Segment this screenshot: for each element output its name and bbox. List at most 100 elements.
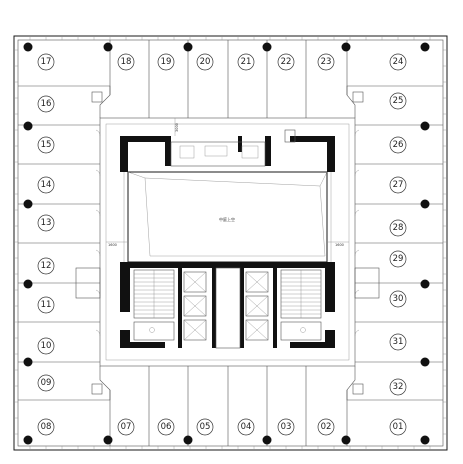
room-label-22: 22 xyxy=(277,53,295,71)
room-circle xyxy=(117,418,135,436)
column-dot xyxy=(103,42,113,52)
room-number: 25 xyxy=(393,96,404,106)
room-number: 24 xyxy=(393,57,404,67)
column-dot xyxy=(23,42,33,52)
room-circle xyxy=(389,378,407,396)
room-number: 22 xyxy=(281,57,292,67)
column-dot xyxy=(341,42,351,52)
room-circle xyxy=(157,418,175,436)
room-number: 18 xyxy=(121,57,132,67)
room-number: 27 xyxy=(393,180,404,190)
room-circle xyxy=(389,418,407,436)
room-label-17: 17 xyxy=(37,53,55,71)
core xyxy=(120,129,335,349)
room-label-31: 31 xyxy=(389,333,407,351)
room-circle xyxy=(37,374,55,392)
room-number: 13 xyxy=(41,218,52,228)
room-circle xyxy=(237,53,255,71)
room-number: 26 xyxy=(393,140,404,150)
room-circle xyxy=(389,290,407,308)
room-number: 06 xyxy=(161,422,172,432)
elevator xyxy=(245,319,269,341)
room-number: 05 xyxy=(200,422,211,432)
room-number: 02 xyxy=(321,422,332,432)
elevator xyxy=(245,271,269,293)
room-label-08: 08 xyxy=(37,418,55,436)
dimension-right: 1600 xyxy=(335,243,344,247)
room-label-01: 01 xyxy=(389,418,407,436)
room-label-21: 21 xyxy=(237,53,255,71)
room-number: 12 xyxy=(41,261,52,271)
room-circle xyxy=(37,136,55,154)
room-number: 08 xyxy=(41,422,52,432)
column-dot xyxy=(420,279,430,289)
room-label-15: 15 xyxy=(37,136,55,154)
room-number: 11 xyxy=(41,300,52,310)
column-dot xyxy=(420,199,430,209)
dimension-top: 3000 xyxy=(175,123,179,132)
room-label-32: 32 xyxy=(389,378,407,396)
room-label-29: 29 xyxy=(389,250,407,268)
room-circle xyxy=(389,219,407,237)
column-dot xyxy=(341,435,351,445)
room-label-07: 07 xyxy=(117,418,135,436)
column-dot xyxy=(420,435,430,445)
room-number: 19 xyxy=(161,57,172,67)
room-circle xyxy=(389,92,407,110)
room-circle xyxy=(37,95,55,113)
room-number: 28 xyxy=(393,223,404,233)
room-number: 30 xyxy=(393,294,404,304)
room-circle xyxy=(389,176,407,194)
column-dot xyxy=(262,42,272,52)
room-label-14: 14 xyxy=(37,176,55,194)
room-label-06: 06 xyxy=(157,418,175,436)
room-label-18: 18 xyxy=(117,53,135,71)
room-number: 07 xyxy=(121,422,132,432)
elevator xyxy=(183,319,207,341)
room-number: 32 xyxy=(393,382,404,392)
room-number: 15 xyxy=(41,140,52,150)
room-circle xyxy=(37,337,55,355)
room-circle xyxy=(37,418,55,436)
room-number: 23 xyxy=(321,57,332,67)
room-label-16: 16 xyxy=(37,95,55,113)
room-label-12: 12 xyxy=(37,257,55,275)
room-circle xyxy=(277,418,295,436)
room-circle xyxy=(37,176,55,194)
room-label-03: 03 xyxy=(277,418,295,436)
column-dot xyxy=(103,435,113,445)
room-label-05: 05 xyxy=(196,418,214,436)
room-circle xyxy=(317,418,335,436)
column-dot xyxy=(23,121,33,131)
edge-ticks xyxy=(14,36,447,450)
column-dot xyxy=(420,121,430,131)
room-label-13: 13 xyxy=(37,214,55,232)
room-circle xyxy=(389,333,407,351)
column-dot xyxy=(23,435,33,445)
room-circle xyxy=(157,53,175,71)
room-circle xyxy=(196,53,214,71)
room-label-10: 10 xyxy=(37,337,55,355)
room-circle xyxy=(277,53,295,71)
room-label-11: 11 xyxy=(37,296,55,314)
room-number: 04 xyxy=(241,422,252,432)
room-circle xyxy=(37,53,55,71)
room-number: 03 xyxy=(281,422,292,432)
column-dot xyxy=(420,357,430,367)
structural-columns xyxy=(23,42,430,445)
atrium-label: 中庭上空 xyxy=(219,216,235,222)
column-dot xyxy=(23,357,33,367)
room-number: 01 xyxy=(393,422,404,432)
column-dot xyxy=(183,435,193,445)
elevator xyxy=(183,271,207,293)
room-circle xyxy=(37,257,55,275)
room-label-28: 28 xyxy=(389,219,407,237)
room-label-23: 23 xyxy=(317,53,335,71)
column-dot xyxy=(420,42,430,52)
room-number: 09 xyxy=(41,378,52,388)
column-dot xyxy=(23,199,33,209)
dimension-left: 1600 xyxy=(108,243,117,247)
